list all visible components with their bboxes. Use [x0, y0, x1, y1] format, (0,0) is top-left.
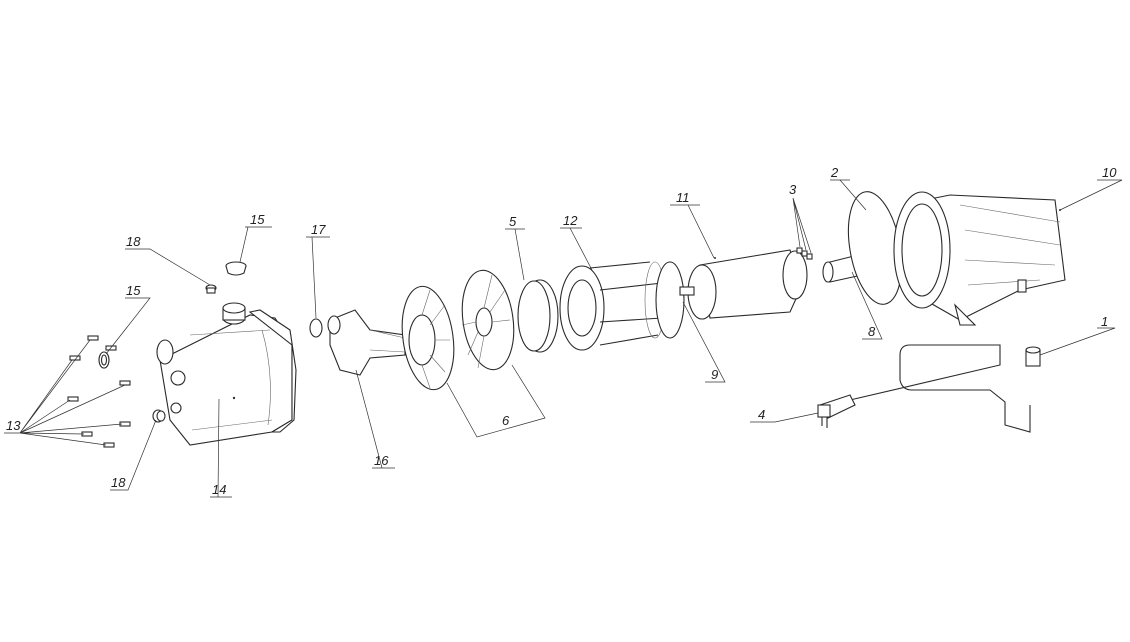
part-5-disc [517, 279, 559, 353]
label-part-6: 6 [502, 413, 510, 428]
label-part-16: 16 [374, 453, 389, 468]
label-part-2: 2 [830, 165, 839, 180]
label-part-11: 11 [676, 190, 690, 205]
label-part-10: 10 [1102, 165, 1117, 180]
label-part-15-left: 15 [126, 283, 141, 298]
label-part-9: 9 [711, 367, 718, 382]
label-part-5: 5 [509, 214, 517, 229]
part-15-seal-left [98, 351, 110, 369]
part-11-motor [679, 249, 808, 320]
label-part-3: 3 [789, 182, 797, 197]
part-13-bolts [67, 335, 131, 448]
label-part-17: 17 [311, 222, 326, 237]
part-9-o-ring [655, 261, 685, 339]
part-17-o-ring [309, 318, 323, 338]
part-4-power-cable [817, 344, 1031, 433]
part-15-cap-top [225, 261, 247, 276]
part-1-cable-gland [1025, 346, 1041, 367]
label-part-18-bottom: 18 [111, 475, 126, 490]
part-14-pump-housing [156, 302, 297, 446]
label-part-18-top: 18 [126, 234, 141, 249]
label-part-14: 14 [212, 482, 226, 497]
part-18-plug-top [205, 284, 217, 294]
part-10-motor-housing [893, 191, 1066, 326]
part-12-motor-cage [559, 261, 666, 351]
label-part-4: 4 [758, 407, 765, 422]
label-part-13: 13 [6, 418, 21, 433]
label-part-12: 12 [563, 213, 578, 228]
callout-leaders [4, 179, 1123, 498]
part-3-terminals [796, 247, 813, 260]
part-6-diffuser [401, 285, 455, 391]
part-16-ejector [327, 309, 406, 376]
label-part-8: 8 [868, 324, 876, 339]
part-18-plug-bottom [152, 409, 166, 423]
label-part-1: 1 [1101, 314, 1108, 329]
part-6-impeller [461, 269, 515, 371]
label-part-15-top: 15 [250, 212, 265, 227]
